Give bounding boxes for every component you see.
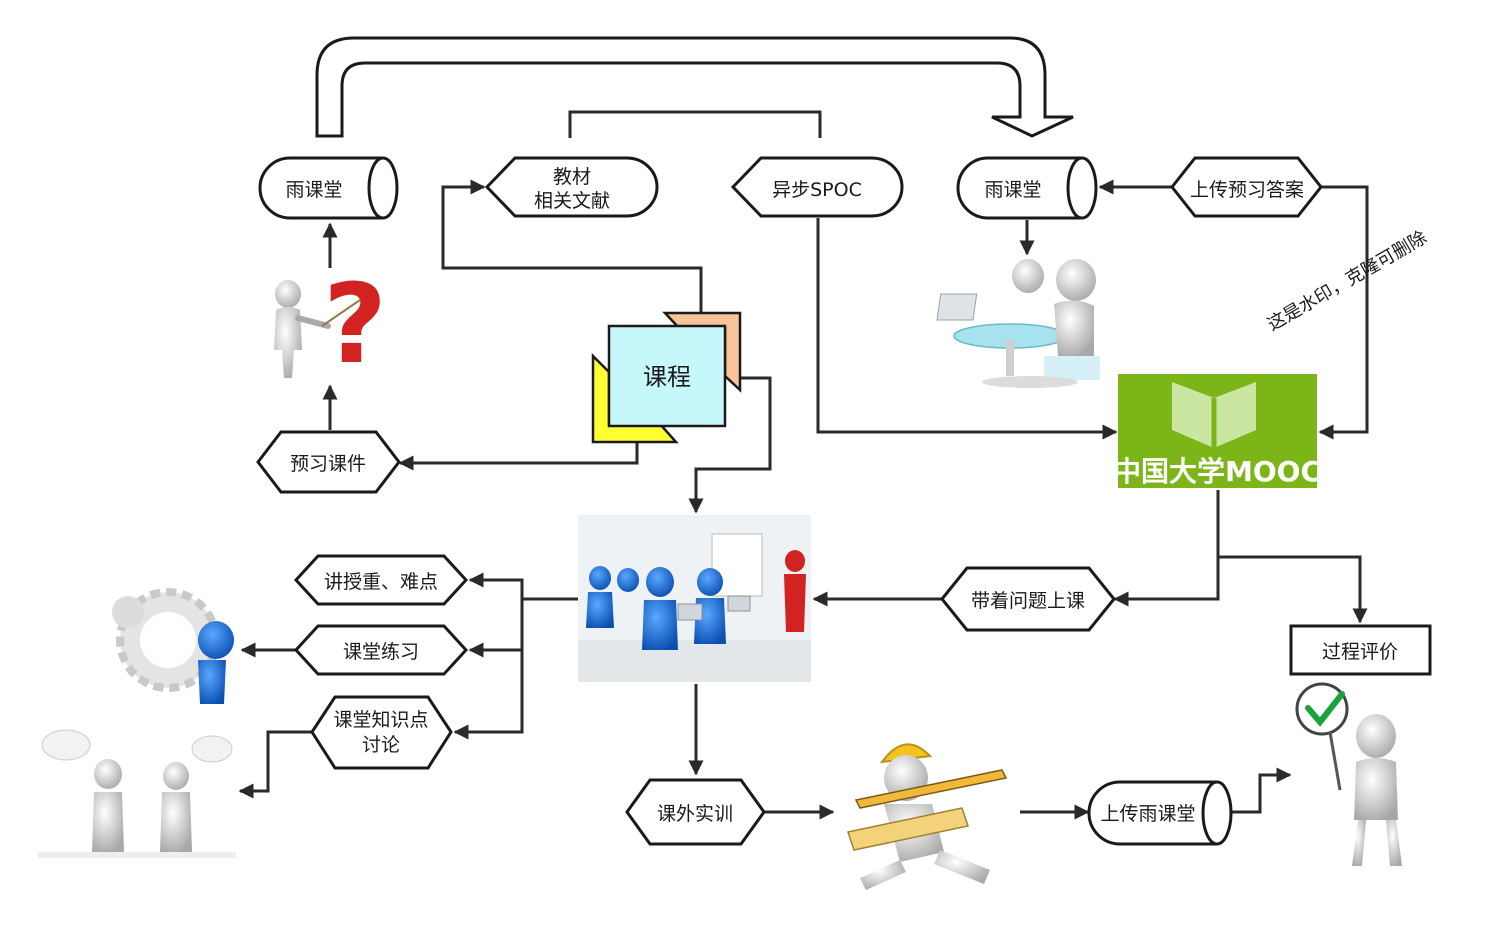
presenter-question-icon: ? [274, 260, 387, 388]
course-label: 课程 [643, 363, 691, 391]
preview-courseware-node[interactable]: 预习课件 [256, 430, 401, 494]
practice-node[interactable]: 课堂练习 [293, 624, 469, 676]
checkmark-figure-icon [1295, 682, 1402, 866]
svg-text:?: ? [323, 260, 387, 388]
gears-figure-icon [112, 588, 234, 704]
process-eval-node[interactable]: 过程评价 [1289, 624, 1432, 676]
textbook-label-line1: 教材 [553, 166, 591, 188]
outside-training-node[interactable]: 课外实训 [625, 778, 766, 846]
big-double-arrow [315, 36, 1074, 138]
edge-answer-to-mooc [1318, 185, 1369, 440]
upload-answer-node[interactable]: 上传预习答案 [1170, 156, 1323, 218]
edge-discussion-to-figures [238, 730, 312, 799]
with-questions-node[interactable]: 带着问题上课 [940, 566, 1116, 632]
edge-mooc-to-questions [1113, 490, 1220, 607]
mooc-logo[interactable]: 中国大学MOOC [1113, 374, 1321, 488]
edge-course-to-textbook [441, 179, 703, 318]
edge-mooc-to-eval [1218, 555, 1368, 624]
textbook-node[interactable]: 教材 相关文献 [484, 156, 659, 218]
watermark-text: 这是水印，克隆可删除 [1264, 227, 1430, 335]
upload-answer-label: 上传预习答案 [1190, 179, 1304, 201]
course-node[interactable]: 课程 [591, 311, 742, 444]
outside-training-label: 课外实训 [657, 803, 733, 825]
key-points-node[interactable]: 讲授重、难点 [293, 554, 469, 606]
runner-with-ruler-icon [847, 743, 1008, 890]
preview-courseware-label: 预习课件 [290, 453, 366, 475]
upload-rain-node[interactable]: 上传雨课堂 [1087, 780, 1233, 846]
practice-label: 课堂练习 [343, 641, 419, 663]
edge-branch-vertical [453, 599, 524, 740]
with-questions-label: 带着问题上课 [971, 590, 1085, 612]
edge-course-to-classroom [688, 376, 772, 514]
textbook-label-line2: 相关文献 [534, 190, 610, 212]
discussion-label-line2: 讨论 [362, 734, 400, 756]
upload-rain-label: 上传雨课堂 [1100, 803, 1195, 825]
edges [238, 36, 1369, 820]
process-eval-label: 过程评价 [1322, 641, 1398, 663]
spoc-node[interactable]: 异步SPOC [730, 156, 904, 218]
rain-classroom-right[interactable]: 雨课堂 [956, 156, 1098, 220]
rain-classroom-left[interactable]: 雨课堂 [258, 156, 399, 220]
discussion-label-line1: 课堂知识点 [333, 709, 428, 731]
edge-spoc-to-mooc [816, 218, 1118, 440]
mooc-logo-text: 中国大学MOOC [1113, 455, 1321, 488]
key-points-label: 讲授重、难点 [324, 571, 438, 593]
rain-classroom-right-label: 雨课堂 [984, 179, 1041, 201]
spoc-label: 异步SPOC [772, 179, 862, 201]
meeting-figures-icon [936, 259, 1100, 388]
edge-textbook-spoc-bracket [568, 110, 822, 138]
classroom-scene-icon [578, 515, 811, 682]
edge-classroom-branch [468, 572, 578, 601]
discussion-figures-icon [38, 729, 236, 858]
discussion-node[interactable]: 课堂知识点 讨论 [310, 695, 453, 770]
edge-upload-to-check [1232, 767, 1292, 814]
rain-classroom-left-label: 雨课堂 [285, 179, 342, 201]
